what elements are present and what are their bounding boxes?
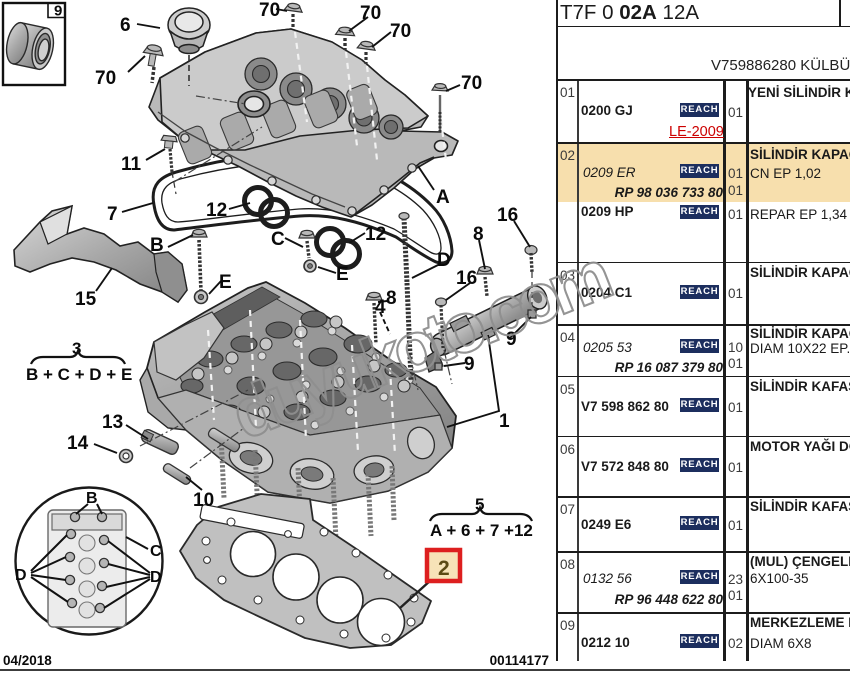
svg-text:B: B: [150, 235, 164, 256]
svg-text:00114177: 00114177: [490, 653, 549, 668]
svg-text:04/2018: 04/2018: [3, 653, 52, 668]
svg-text:6: 6: [120, 15, 131, 36]
svg-text:8: 8: [473, 224, 484, 245]
svg-text:16: 16: [497, 205, 518, 226]
svg-text:8: 8: [386, 288, 397, 309]
svg-text:70: 70: [360, 3, 381, 24]
svg-text:2: 2: [438, 557, 450, 580]
svg-text:3: 3: [72, 339, 81, 358]
svg-text:16: 16: [456, 268, 477, 289]
svg-text:E: E: [219, 272, 232, 293]
svg-text:C: C: [271, 229, 285, 250]
svg-text:10: 10: [193, 490, 214, 511]
svg-text:12: 12: [206, 200, 227, 221]
svg-text:14: 14: [67, 433, 89, 454]
svg-text:70: 70: [259, 0, 280, 21]
svg-text:12: 12: [365, 224, 386, 245]
svg-text:D: D: [437, 250, 451, 271]
svg-text:70: 70: [390, 21, 411, 42]
svg-text:11: 11: [121, 154, 142, 175]
svg-text:9: 9: [506, 329, 517, 350]
svg-text:9: 9: [464, 354, 475, 375]
svg-text:A + 6 + 7 +12: A + 6 + 7 +12: [430, 521, 533, 540]
svg-text:D: D: [150, 569, 162, 586]
svg-text:4: 4: [375, 297, 386, 318]
svg-text:5: 5: [475, 495, 484, 514]
svg-text:70: 70: [95, 68, 116, 89]
svg-text:D: D: [15, 567, 27, 584]
svg-text:E: E: [336, 264, 349, 285]
svg-text:70: 70: [461, 73, 482, 94]
svg-text:15: 15: [75, 289, 97, 310]
svg-text:A: A: [436, 187, 450, 208]
svg-text:C: C: [150, 543, 162, 560]
svg-text:9: 9: [54, 3, 62, 20]
svg-text:13: 13: [102, 412, 123, 433]
svg-text:1: 1: [499, 411, 510, 432]
svg-text:7: 7: [107, 204, 118, 225]
svg-text:B + C + D + E: B + C + D + E: [26, 365, 132, 384]
svg-text:B: B: [86, 490, 98, 507]
